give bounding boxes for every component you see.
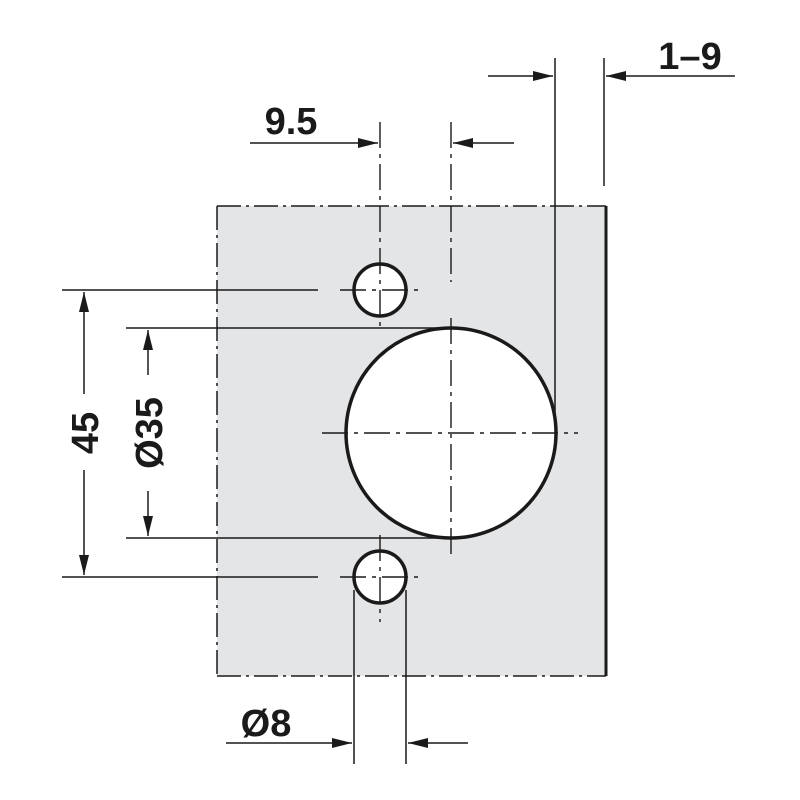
screw-hole-spacing-label: 45 xyxy=(65,412,107,454)
extension-lines xyxy=(62,58,605,764)
dimension-screw-hole-diameter: Ø8 xyxy=(226,703,468,748)
cup-diameter-label: Ø35 xyxy=(129,397,171,469)
dimension-screw-hole-spacing: 45 xyxy=(60,292,108,575)
dimension-drilling-distance: 9.5 xyxy=(250,101,514,148)
dimension-edge-gap: 1–9 xyxy=(488,36,735,81)
dimension-cup-diameter: Ø35 xyxy=(124,330,172,536)
screw-hole-diameter-label: Ø8 xyxy=(241,703,292,745)
edge-gap-label: 1–9 xyxy=(658,36,721,78)
center-lines xyxy=(322,122,578,622)
drilling-distance-label: 9.5 xyxy=(265,101,318,143)
